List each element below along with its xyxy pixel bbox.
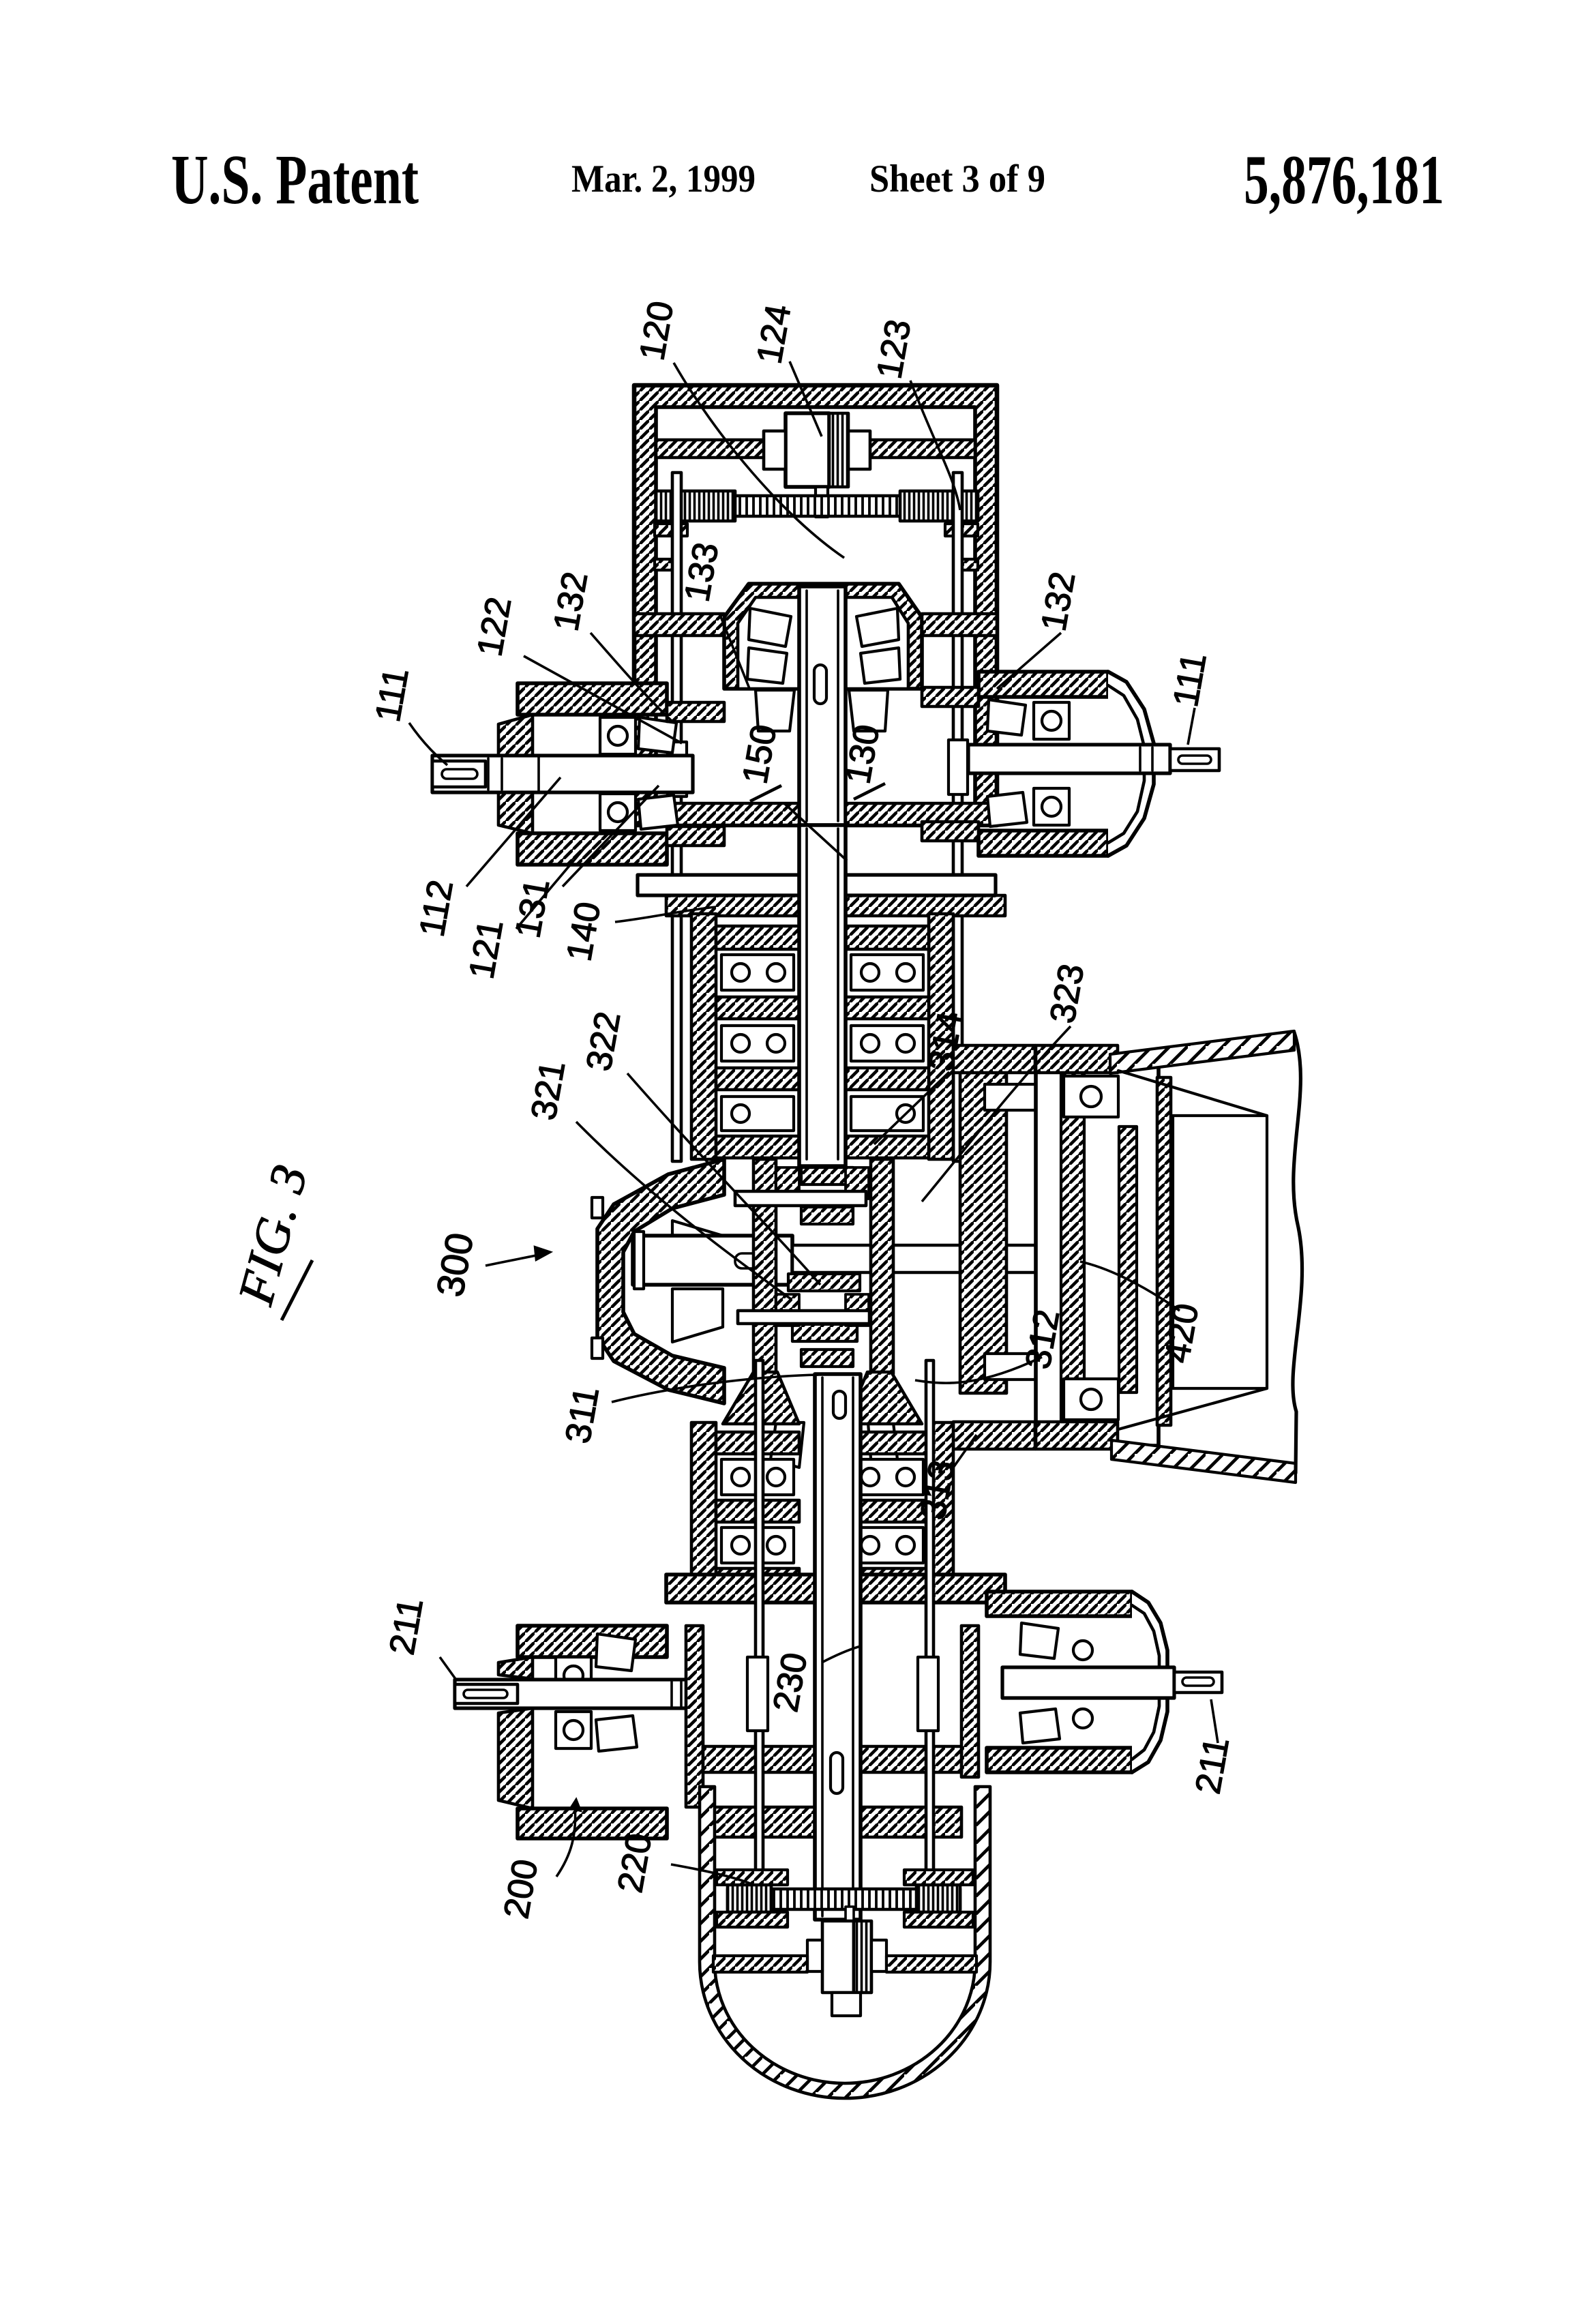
svg-text:220: 220 — [610, 1830, 659, 1896]
svg-text:122: 122 — [470, 594, 519, 659]
svg-text:5,876,181: 5,876,181 — [1244, 141, 1444, 219]
svg-text:130: 130 — [838, 721, 887, 787]
svg-text:111: 111 — [1166, 650, 1214, 710]
svg-text:131: 131 — [508, 876, 557, 941]
svg-text:321: 321 — [524, 1058, 573, 1123]
svg-text:311: 311 — [558, 1384, 608, 1446]
svg-text:121: 121 — [462, 917, 511, 982]
svg-text:U.S. Patent: U.S. Patent — [171, 140, 419, 219]
svg-text:211: 211 — [1189, 1734, 1238, 1797]
svg-text:112: 112 — [413, 877, 462, 940]
svg-text:123: 123 — [869, 316, 919, 382]
svg-text:132: 132 — [546, 569, 595, 634]
svg-text:230: 230 — [766, 1650, 815, 1715]
svg-text:200: 200 — [496, 1856, 546, 1922]
svg-text:120: 120 — [632, 298, 681, 363]
svg-text:Sheet 3 of 9: Sheet 3 of 9 — [869, 158, 1045, 200]
svg-text:322: 322 — [579, 1009, 628, 1074]
svg-text:124: 124 — [749, 301, 799, 367]
svg-text:300: 300 — [428, 1230, 481, 1300]
svg-text:211: 211 — [383, 1595, 432, 1658]
svg-text:FIG. 3: FIG. 3 — [228, 1158, 319, 1311]
svg-text:323: 323 — [1043, 961, 1092, 1026]
svg-text:140: 140 — [559, 899, 608, 964]
svg-text:Mar. 2, 1999: Mar. 2, 1999 — [571, 158, 756, 200]
svg-text:111: 111 — [368, 665, 417, 725]
svg-text:132: 132 — [1034, 569, 1083, 634]
